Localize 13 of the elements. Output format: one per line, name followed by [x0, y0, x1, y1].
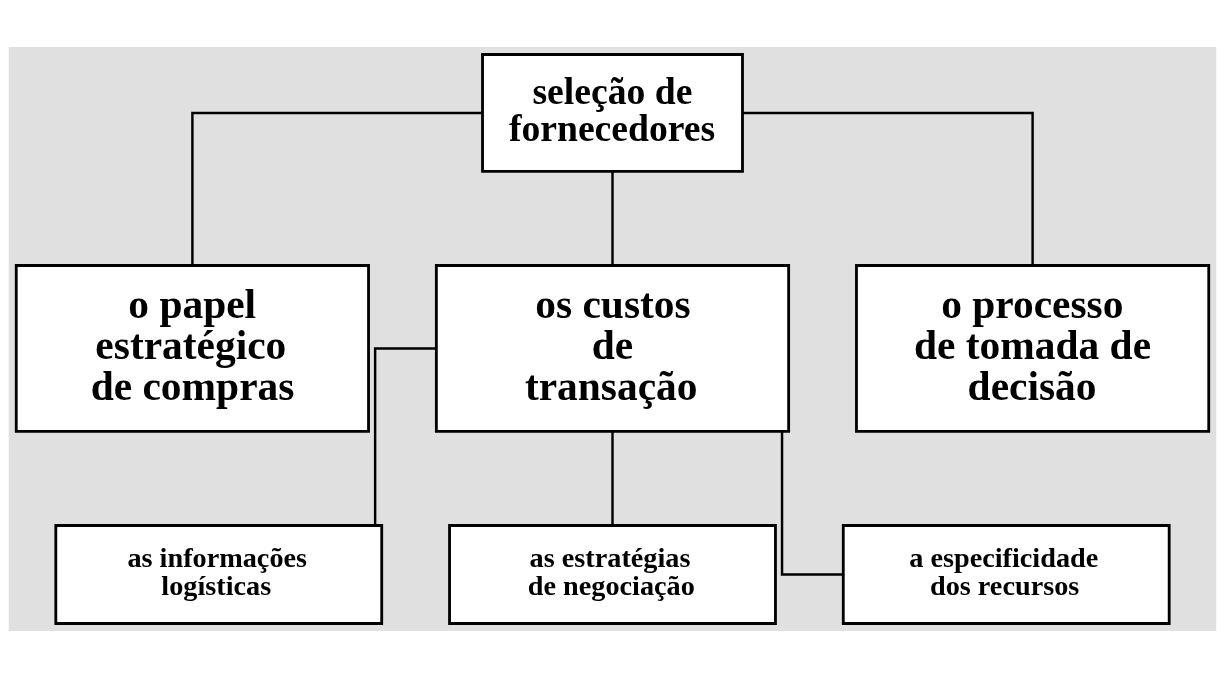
node-box: o processo de tomada de decisão: [855, 264, 1211, 433]
connector: [611, 171, 614, 266]
node-box: o papel estratégico de compras: [14, 264, 370, 433]
connector: [191, 111, 483, 266]
node-box: as informações logísticas: [54, 524, 384, 625]
node-box: os custos de transação: [434, 264, 791, 433]
node-box: a especificidade dos recursos: [841, 524, 1171, 625]
connector: [373, 347, 437, 526]
connector: [742, 111, 1034, 266]
connector: [611, 431, 614, 526]
node-box: seleção de fornecedores: [481, 53, 744, 173]
connector: [780, 431, 843, 576]
node-box: as estratégias de negociação: [448, 524, 777, 625]
